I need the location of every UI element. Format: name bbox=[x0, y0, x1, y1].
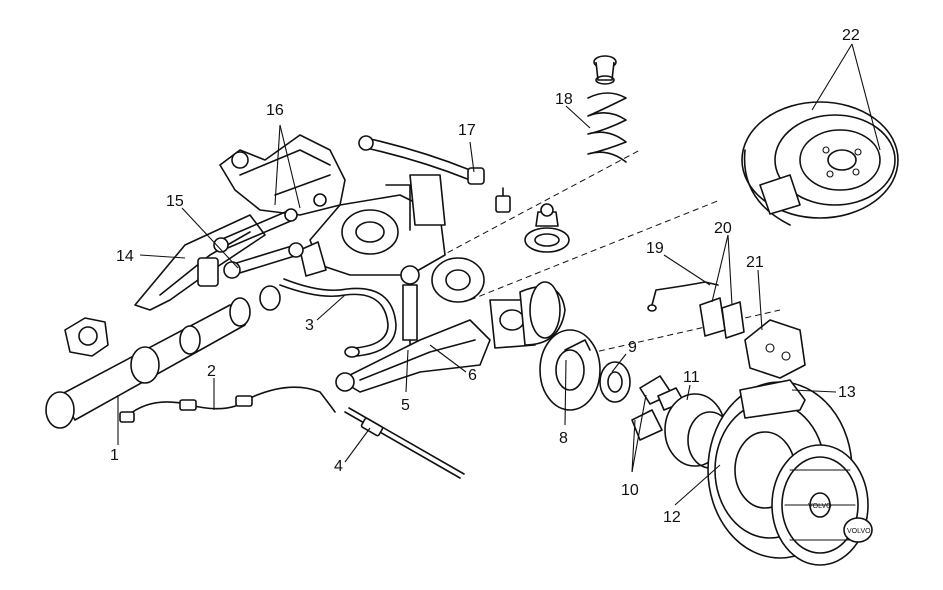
part-coil-spring bbox=[587, 55, 627, 163]
callout-16: 16 bbox=[266, 102, 284, 119]
callout-19: 19 bbox=[646, 240, 664, 257]
callout-15: 15 bbox=[166, 193, 184, 210]
callout-2: 2 bbox=[207, 363, 216, 380]
wheel-logo: VOLVO bbox=[808, 503, 832, 510]
part-final-drive bbox=[299, 174, 446, 277]
part-trailing-arm bbox=[335, 319, 491, 393]
callout-21: 21 bbox=[746, 254, 764, 271]
part-caliper bbox=[744, 319, 806, 379]
callout-22: 22 bbox=[842, 27, 860, 44]
leader-lines bbox=[117, 43, 881, 506]
callout-8: 8 bbox=[559, 430, 568, 447]
callout-11: 11 bbox=[683, 369, 700, 386]
part-hubcap bbox=[771, 444, 873, 566]
part-caliper-pads bbox=[699, 297, 745, 339]
hubcap-logo: VOLVO bbox=[847, 528, 871, 535]
callout-6: 6 bbox=[468, 367, 477, 384]
part-subframe-bracket bbox=[219, 134, 346, 216]
part-handbrake-cable bbox=[119, 386, 336, 423]
part-support-member bbox=[134, 214, 266, 311]
part-bushing bbox=[64, 317, 109, 357]
part-bolt bbox=[495, 187, 511, 213]
part-stabiliser-bar bbox=[279, 278, 397, 358]
part-spare-wheel bbox=[741, 101, 899, 226]
callout-14: 14 bbox=[116, 248, 134, 265]
callout-17: 17 bbox=[458, 122, 476, 139]
callout-4: 4 bbox=[334, 458, 343, 475]
callout-18: 18 bbox=[555, 91, 573, 108]
callout-5: 5 bbox=[401, 397, 410, 414]
part-cable-lower bbox=[344, 407, 465, 479]
callout-9: 9 bbox=[628, 339, 637, 356]
alignment-lines bbox=[429, 149, 781, 361]
part-torque-rod bbox=[358, 135, 485, 185]
part-propeller-shaft bbox=[45, 285, 281, 429]
part-bearing bbox=[599, 361, 631, 403]
part-control-link bbox=[213, 208, 298, 253]
callout-3: 3 bbox=[305, 317, 314, 334]
callout-20: 20 bbox=[714, 220, 732, 237]
callout-12: 12 bbox=[663, 509, 681, 526]
part-backing-plate bbox=[539, 329, 601, 411]
callout-10: 10 bbox=[621, 482, 639, 499]
callout-1: 1 bbox=[110, 447, 119, 464]
callout-13: 13 bbox=[838, 384, 856, 401]
callout-labels: 1 2 3 4 5 6 8 9 10 11 12 13 14 15 16 17 … bbox=[110, 27, 860, 526]
part-brake-shield bbox=[519, 281, 566, 346]
part-spring-seat bbox=[524, 203, 570, 253]
